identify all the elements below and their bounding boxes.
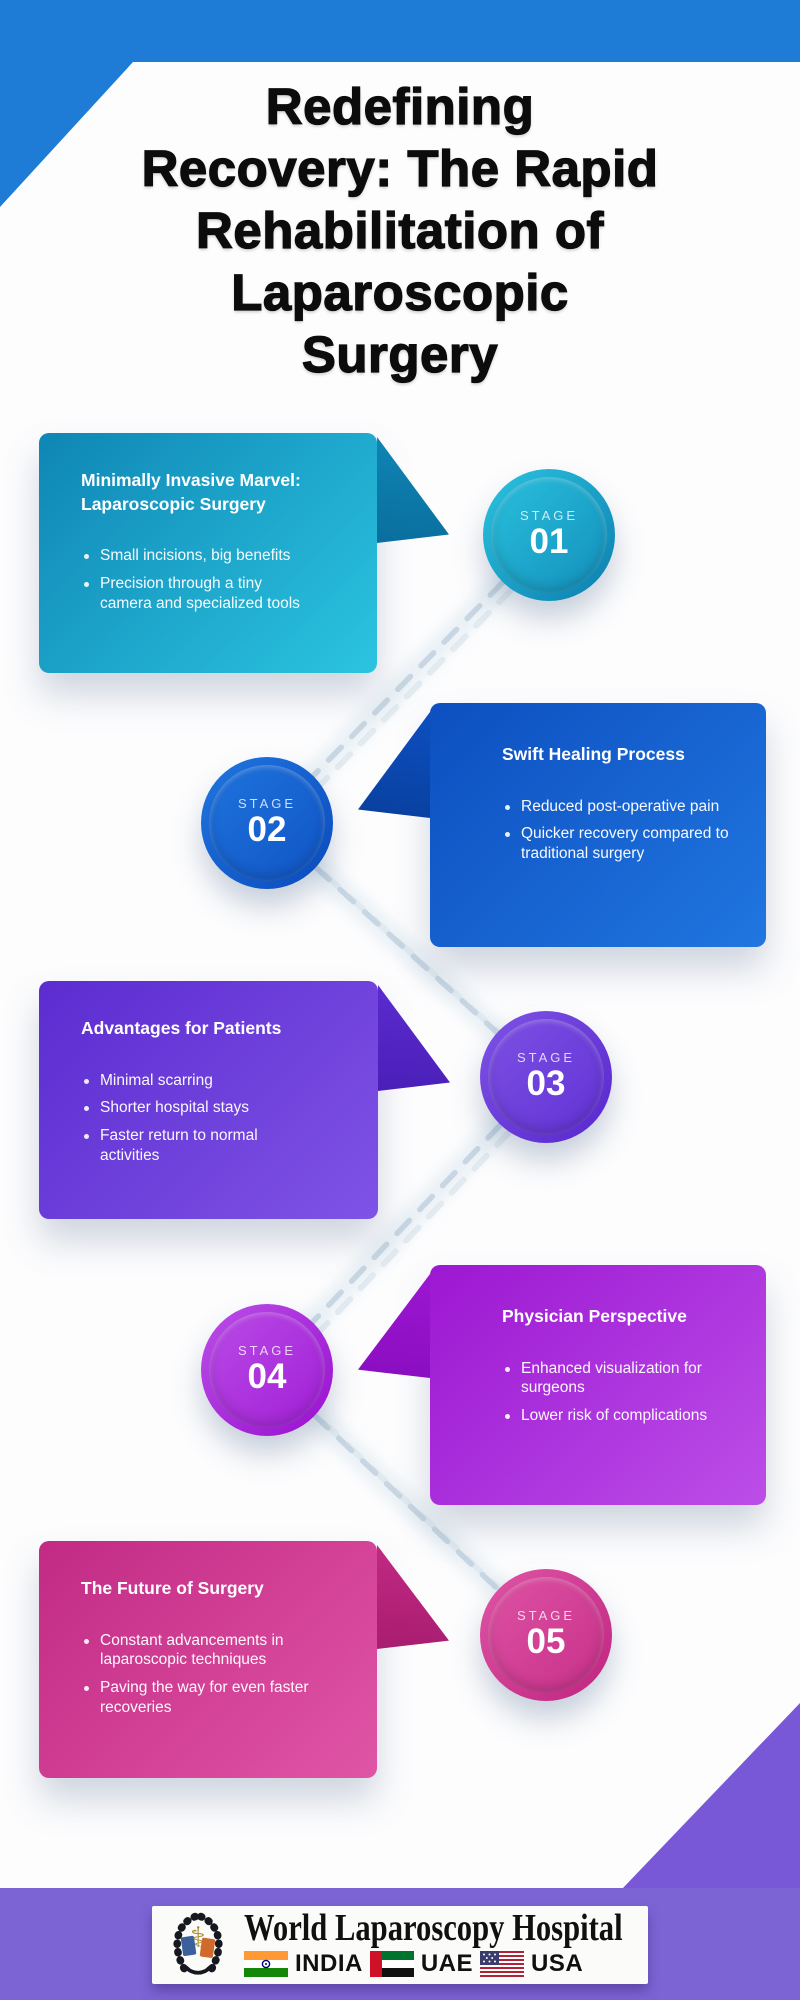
bullet-item: Reduced post-operative pain bbox=[505, 797, 746, 817]
stage-05-badge-inner: STAGE 05 bbox=[480, 1569, 612, 1701]
bullet-dot-icon bbox=[84, 582, 89, 588]
brand-text-block: World Laparoscopy Hospital INDIA bbox=[244, 1907, 665, 1978]
bullet-item: Paving the way for even faster recoverie… bbox=[84, 1678, 353, 1718]
stage-02-badge-inner: STAGE 02 bbox=[201, 757, 333, 889]
stage-badge-number: 04 bbox=[247, 1357, 287, 1397]
bullet-dot-icon bbox=[84, 1686, 89, 1692]
page-title-line: Rehabilitation of bbox=[195, 201, 604, 259]
page-title-line: Laparoscopic bbox=[231, 263, 569, 321]
bullet-dot-icon bbox=[505, 832, 510, 838]
bullet-item: Precision through a tiny camera and spec… bbox=[84, 574, 353, 614]
stage-01-ribbon bbox=[377, 437, 449, 543]
brand-banner: ⚕ World Laparoscopy Hospital INDIA bbox=[152, 1906, 648, 1984]
bullet-item: Enhanced visualization for surgeons bbox=[505, 1359, 746, 1399]
stage-badge-label: STAGE bbox=[516, 1608, 576, 1624]
page-title-line: Redefining bbox=[265, 77, 535, 135]
page-title-line: Surgery bbox=[301, 325, 499, 383]
bullet-dot-icon bbox=[84, 1134, 89, 1140]
bullet-dot-icon bbox=[84, 554, 89, 560]
stage-01-card-bullets: Small incisions, big benefits Precision … bbox=[81, 546, 353, 613]
stage-03-card-bullets: Minimal scarring Shorter hospital stays … bbox=[81, 1071, 354, 1166]
bullet-item: Faster return to normal activities bbox=[84, 1126, 354, 1166]
svg-text:⚕: ⚕ bbox=[190, 1921, 205, 1954]
bullet-dot-icon bbox=[84, 1106, 89, 1112]
brand-name: World Laparoscopy Hospital bbox=[244, 1907, 623, 1950]
stage-01-badge: STAGE 01 bbox=[483, 469, 615, 601]
stage-01-card: Minimally Invasive Marvel: Laparoscopic … bbox=[39, 433, 377, 673]
usa-flag-icon bbox=[480, 1951, 525, 1977]
country-label-india: INDIA bbox=[295, 1950, 363, 1977]
stage-badge-number: 02 bbox=[247, 810, 287, 850]
bullet-item: Small incisions, big benefits bbox=[84, 546, 353, 566]
stage-04-card-title: Physician Perspective bbox=[502, 1306, 687, 1326]
bullet-item: Quicker recovery compared to traditional… bbox=[505, 824, 746, 864]
stage-badge-label: STAGE bbox=[516, 1050, 576, 1066]
country-label-uae: UAE bbox=[420, 1950, 474, 1977]
stage-badge-label: STAGE bbox=[237, 796, 297, 812]
stage-03-badge-inner: STAGE 03 bbox=[480, 1011, 612, 1143]
page-title-line: Recovery: The Rapid bbox=[141, 139, 659, 197]
bullet-item: Constant advancements in laparoscopic te… bbox=[84, 1631, 353, 1671]
bullet-dot-icon bbox=[505, 804, 510, 810]
stage-02-ribbon bbox=[358, 712, 430, 818]
stage-05-card-title: The Future of Surgery bbox=[81, 1578, 264, 1598]
stage-03-card-title: Advantages for Patients bbox=[81, 1018, 282, 1038]
india-flag-icon bbox=[244, 1951, 288, 1977]
stage-05-card-bullets: Constant advancements in laparoscopic te… bbox=[81, 1631, 353, 1718]
stage-03-card: Advantages for Patients Minimal scarring… bbox=[39, 981, 378, 1219]
stage-05-card: The Future of Surgery Constant advanceme… bbox=[39, 1541, 377, 1778]
bullet-dot-icon bbox=[505, 1414, 510, 1420]
footer-right-triangle bbox=[622, 1703, 800, 1889]
bullet-dot-icon bbox=[84, 1638, 89, 1644]
stage-01-card-title: Minimally Invasive Marvel: Laparoscopic … bbox=[81, 470, 301, 514]
stage-04-ribbon bbox=[358, 1274, 430, 1378]
bullet-item: Shorter hospital stays bbox=[84, 1098, 354, 1118]
stage-badge-label: STAGE bbox=[237, 1343, 297, 1359]
stage-02-card: Swift Healing Process Reduced post-opera… bbox=[430, 703, 766, 947]
laurel-wreath-logo: ⚕ bbox=[173, 1912, 223, 1975]
stage-01-badge-inner: STAGE 01 bbox=[483, 469, 615, 601]
stage-02-card-title: Swift Healing Process bbox=[502, 744, 685, 764]
stage-03-badge: STAGE 03 bbox=[480, 1011, 612, 1143]
country-label-usa: USA bbox=[531, 1950, 584, 1977]
page-title: Redefining Recovery: The Rapid Rehabilit… bbox=[36, 76, 764, 386]
stage-04-badge: STAGE 04 bbox=[201, 1304, 333, 1436]
bullet-item: Lower risk of complications bbox=[505, 1406, 746, 1426]
stage-04-badge-inner: STAGE 04 bbox=[201, 1304, 333, 1436]
stage-02-card-bullets: Reduced post-operative pain Quicker reco… bbox=[502, 797, 746, 864]
bullet-dot-icon bbox=[505, 1366, 510, 1372]
stage-05-badge: STAGE 05 bbox=[480, 1569, 612, 1701]
stage-04-card: Physician Perspective Enhanced visualiza… bbox=[430, 1265, 766, 1505]
brand-countries: INDIA UAE bbox=[244, 1950, 583, 1978]
stage-badge-number: 01 bbox=[529, 522, 569, 562]
header-bar bbox=[0, 0, 800, 62]
stage-05-ribbon bbox=[377, 1545, 449, 1649]
stage-badge-label: STAGE bbox=[519, 508, 579, 524]
stage-badge-number: 05 bbox=[526, 1622, 566, 1662]
stage-03-ribbon bbox=[378, 985, 450, 1091]
stage-04-card-bullets: Enhanced visualization for surgeons Lowe… bbox=[502, 1359, 746, 1426]
bullet-item: Minimal scarring bbox=[84, 1071, 354, 1091]
stage-badge-number: 03 bbox=[526, 1064, 566, 1104]
uae-flag-icon bbox=[369, 1951, 414, 1977]
stage-02-badge: STAGE 02 bbox=[201, 757, 333, 889]
bullet-dot-icon bbox=[84, 1078, 89, 1084]
